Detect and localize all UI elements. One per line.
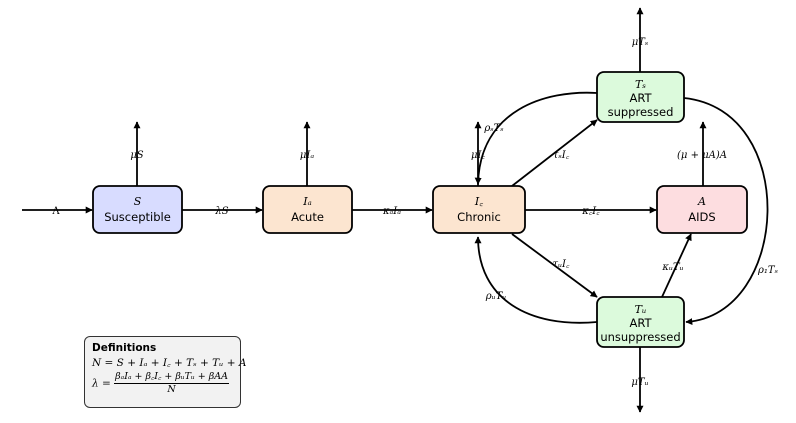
node-label: Chronic [457,210,501,224]
node-symbol: S [134,195,142,208]
node-aids: A AIDS [656,185,748,234]
node-box [432,185,526,234]
node-box [262,185,353,234]
force-of-infection-equation: λ = βₐIₐ + β꜀I꜀ + βᵤTᵤ + βAA N [92,371,233,396]
edge-ts-ic [474,91,598,185]
node-label-line2: unsuppressed [600,330,680,344]
node-chronic: I꜀ Chronic [432,185,526,234]
label-tau-s: τₛI꜀ [553,150,570,161]
node-symbol: A [697,195,706,208]
label-rho-1: ρ₁Tₛ [757,265,778,276]
label-mu-tu: μTᵤ [631,377,648,388]
label-kappa-u: κᵤTᵤ [661,262,683,273]
lambda-lhs: λ = [92,377,111,390]
node-susceptible: S Susceptible [92,185,183,234]
label-inflow: Λ [51,206,60,217]
label-mu-ia: μIₐ [300,150,314,161]
label-kappa-a: κₐIₐ [382,206,401,217]
label-mu-ts: μTₛ [632,37,649,48]
lambda-numerator: βₐIₐ + β꜀I꜀ + βᵤTᵤ + βAA [114,371,229,384]
label-mu-a: (μ + μA)A [677,150,727,161]
definitions-title: Definitions [92,342,157,354]
node-symbol: Tᵤ [635,303,647,316]
node-art-unsuppressed: Tᵤ ART unsuppressed [596,296,685,348]
node-symbol: Tₛ [635,78,646,91]
label-mu-s: μS [130,150,143,161]
node-box [596,296,685,348]
edge-ic-tu [511,233,598,298]
node-label: AIDS [688,210,715,224]
lambda-fraction: βₐIₐ + β꜀I꜀ + βᵤTᵤ + βAA N [114,371,229,396]
label-mu-ic: μI꜀ [471,150,485,161]
node-label-line1: ART [629,91,652,105]
node-label: Susceptible [104,210,171,224]
edge-tu-a [661,233,692,298]
label-tau-u: τᵤI꜀ [553,259,570,270]
node-box [596,71,685,123]
node-symbol: Iₐ [302,195,311,208]
node-label-line2: suppressed [608,105,674,119]
population-equation: N = S + Iₐ + I꜀ + Tₛ + Tᵤ + A [92,357,247,369]
edge-ic-ts [511,119,598,187]
lambda-denominator: N [167,384,176,395]
node-art-suppressed: Tₛ ART suppressed [596,71,685,123]
label-rho-u: ρᵤTᵤ [485,291,507,302]
definitions-box: Definitions N = S + Iₐ + I꜀ + Tₛ + Tᵤ + … [84,336,247,408]
node-box [92,185,183,234]
node-box [656,185,748,234]
node-symbol: I꜀ [474,195,483,208]
label-rho-s: ρₛTₛ [483,123,503,134]
edge-tu-ic [474,236,598,324]
label-lambda-s: λS [214,206,228,217]
edge-ts-tu [683,97,769,326]
label-kappa-c: κ꜀I꜀ [581,206,600,217]
node-label: Acute [291,210,324,224]
node-label-line1: ART [629,316,652,330]
node-acute: Iₐ Acute [262,185,353,234]
